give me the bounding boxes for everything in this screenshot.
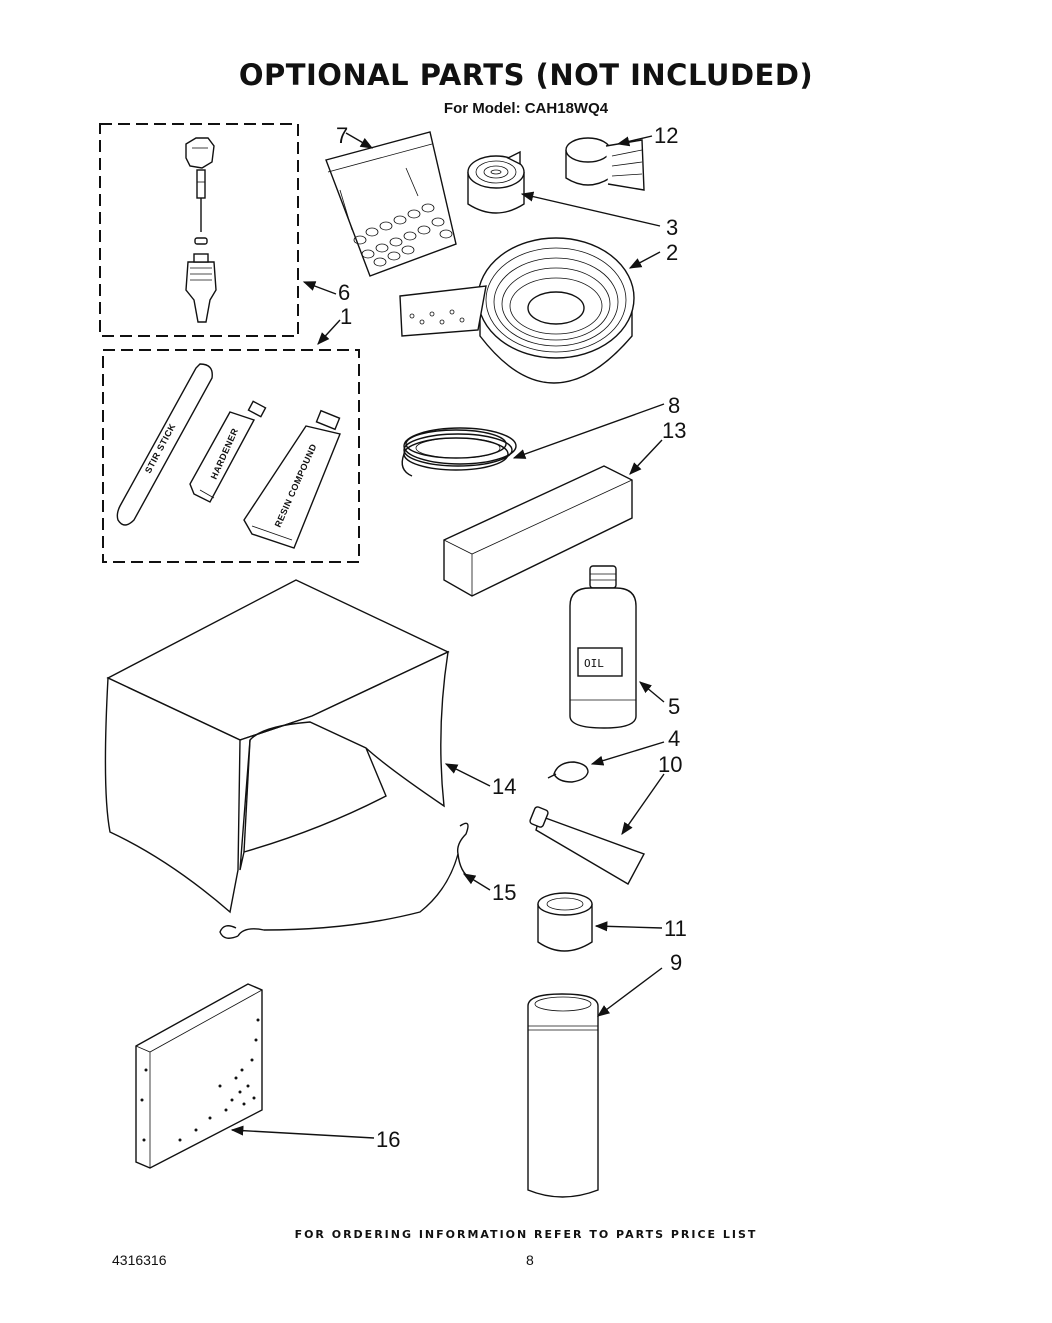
small-can-icon <box>537 892 593 952</box>
repair-kit-group: STIR STICK HARDENER RESIN COMPOUND <box>102 349 360 563</box>
callout-line-8 <box>512 403 665 459</box>
callout-line-4 <box>590 741 665 766</box>
callout-12: 12 <box>654 123 678 148</box>
valve-kit-group <box>99 123 299 337</box>
callout-line-7 <box>345 132 374 149</box>
callout-9: 9 <box>670 950 682 975</box>
capsule-icon <box>547 761 589 783</box>
cover-icon <box>104 579 450 914</box>
callout-7: 7 <box>336 123 348 148</box>
callout-line-9 <box>596 967 663 1017</box>
valve-washer-icon <box>194 237 208 245</box>
resin-tube-icon <box>243 409 341 549</box>
callout-16: 16 <box>376 1127 400 1152</box>
callout-1: 1 <box>340 304 352 329</box>
callout-3: 3 <box>666 215 678 240</box>
filter-pad-icon <box>135 983 263 1169</box>
ordering-info: FOR ORDERING INFORMATION REFER TO PARTS … <box>294 1228 758 1241</box>
document-number: 4316316 <box>112 1252 167 1268</box>
callout-line-6 <box>302 281 337 295</box>
callout-line-14 <box>444 763 491 787</box>
sealant-tube-icon <box>529 806 645 885</box>
callout-2: 2 <box>666 240 678 265</box>
dashed-box-valve-kit <box>99 123 299 337</box>
page-number: 8 <box>526 1252 534 1268</box>
model-subtitle: For Model: CAH18WQ4 <box>443 100 609 117</box>
callout-line-13 <box>629 439 663 475</box>
callout-line-2 <box>628 251 661 269</box>
wire-coil-icon <box>401 427 517 477</box>
valve-body-icon <box>185 253 217 323</box>
callout-line-5 <box>639 681 665 703</box>
callout-line-15 <box>462 873 491 891</box>
stir-stick-icon <box>116 363 213 526</box>
callout-4: 4 <box>668 726 680 751</box>
callout-8: 8 <box>668 393 680 418</box>
valve-cap-icon <box>185 137 215 169</box>
page-title: OPTIONAL PARTS (NOT INCLUDED) <box>238 58 814 92</box>
callout-line-11 <box>594 921 663 932</box>
hardener-tube-icon <box>189 400 267 503</box>
spray-can-icon <box>527 993 599 1198</box>
callout-15: 15 <box>492 880 516 905</box>
callout-6: 6 <box>338 280 350 305</box>
o-ring-bag-icon <box>325 131 457 277</box>
large-tape-roll-icon <box>399 237 635 384</box>
callout-line-10 <box>621 773 665 836</box>
callout-13: 13 <box>662 418 686 443</box>
oil-label: OIL <box>584 657 604 670</box>
foam-tape-icon <box>565 137 645 191</box>
callout-14: 14 <box>492 774 516 799</box>
valve-core-icon <box>196 169 206 232</box>
callout-line-1 <box>317 319 341 345</box>
callout-line-12 <box>616 135 653 147</box>
callout-11: 11 <box>664 916 687 941</box>
callout-5: 5 <box>668 694 680 719</box>
callout-line-3 <box>520 191 661 227</box>
callout-line-16 <box>230 1125 375 1139</box>
callout-10: 10 <box>658 752 682 777</box>
oil-bottle-icon <box>569 565 637 729</box>
dashed-box-repair-kit <box>102 349 360 563</box>
small-tape-roll-icon <box>467 150 525 214</box>
foam-block-icon <box>443 465 633 597</box>
